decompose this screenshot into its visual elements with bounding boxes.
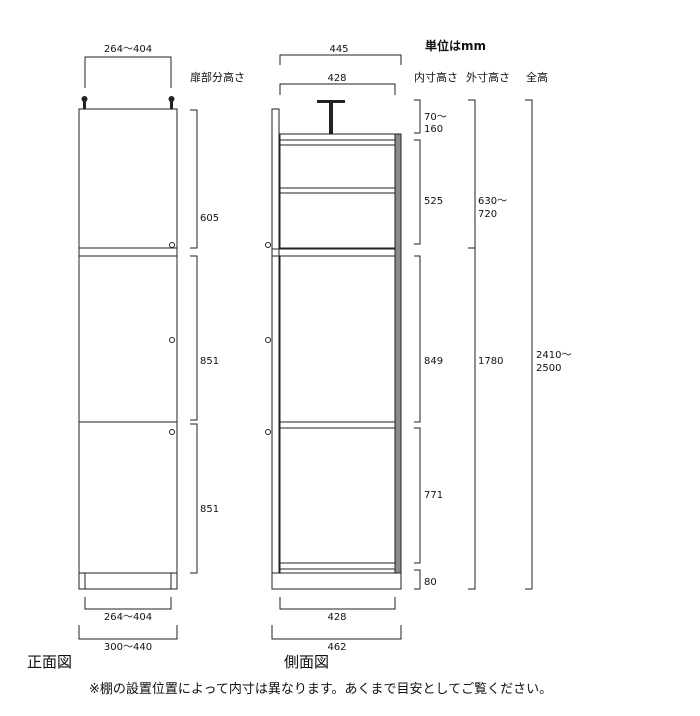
side-middle-inner-label: 849 xyxy=(424,356,444,367)
side-bracket-top-gap xyxy=(414,99,421,134)
front-hanger-right-head xyxy=(168,96,175,102)
total-height-header: 全高 xyxy=(526,71,548,84)
front-door-height-bracket-1 xyxy=(190,109,198,249)
front-door-middle xyxy=(78,255,178,423)
front-door-height-bracket-2 xyxy=(190,255,198,421)
side-bracket-upper xyxy=(414,139,421,245)
side-depth-top-line xyxy=(279,54,402,65)
front-outer-width-line xyxy=(78,625,178,640)
side-outer-bracket-main xyxy=(468,247,476,590)
side-inner-depth-bottom-label: 428 xyxy=(327,612,347,623)
outer-height-header: 外寸高さ xyxy=(466,71,510,84)
side-base-inner-label: 80 xyxy=(424,577,437,588)
side-outer-depth-label: 462 xyxy=(327,642,347,653)
side-bracket-base xyxy=(414,569,421,590)
front-knob-3 xyxy=(169,429,175,435)
side-upper-inner-label: 525 xyxy=(424,196,444,207)
side-lower-inner-label: 771 xyxy=(424,490,444,501)
side-front-panel xyxy=(271,108,280,574)
side-outer-depth-line xyxy=(271,625,402,640)
side-bracket-middle xyxy=(414,255,421,423)
inner-height-header: 内寸高さ xyxy=(414,71,458,84)
side-inner-depth-bottom-line xyxy=(279,597,396,610)
front-hanger-left xyxy=(83,98,86,109)
front-door-bottom xyxy=(78,421,178,574)
front-knob-1 xyxy=(169,242,175,248)
front-base xyxy=(78,572,178,590)
side-knob-1 xyxy=(265,242,271,248)
side-top-gap-label-b: 160 xyxy=(424,124,444,135)
front-hanger-left-head xyxy=(81,96,88,102)
side-mid-divider xyxy=(271,248,402,257)
side-outer-bracket-upper xyxy=(468,99,476,249)
front-door-height-2-label: 851 xyxy=(200,356,220,367)
side-view-title: 側面図 xyxy=(284,653,330,671)
side-middle-shelf xyxy=(279,187,396,194)
unit-label: 単位はmm xyxy=(425,39,487,53)
side-outer-upper-label-b: 720 xyxy=(478,209,498,220)
side-knob-3 xyxy=(265,429,271,435)
side-depth-top-label: 445 xyxy=(329,44,349,55)
front-inner-width-line xyxy=(84,597,172,610)
side-base xyxy=(271,572,402,590)
side-knob-2 xyxy=(265,337,271,343)
front-door-top xyxy=(78,108,178,249)
front-door-height-1-label: 605 xyxy=(200,213,220,224)
side-outer-main-label: 1780 xyxy=(478,356,504,367)
front-door-height-3-label: 851 xyxy=(200,504,220,515)
side-inner-depth-top-label: 428 xyxy=(327,73,347,84)
side-upper-compartment xyxy=(279,133,396,249)
side-inner-depth-top-line xyxy=(279,83,396,95)
side-upper-shelf xyxy=(279,139,396,146)
door-height-header: 扉部分高さ xyxy=(190,71,245,84)
side-outer-upper-label-a: 630～ xyxy=(478,196,508,207)
side-total-height-label-a: 2410～ xyxy=(536,350,572,361)
front-door-height-bracket-3 xyxy=(190,423,198,574)
side-bottom-shelf xyxy=(279,562,396,570)
side-ceiling-post xyxy=(329,100,333,134)
front-hanger-right xyxy=(170,98,173,109)
front-divider-1 xyxy=(78,247,178,257)
side-bracket-lower xyxy=(414,427,421,564)
side-total-bracket xyxy=(525,99,533,590)
front-top-width-line xyxy=(84,56,172,88)
front-width-top-label: 264～404 xyxy=(103,44,153,55)
side-lower-compartment xyxy=(279,255,396,574)
front-view-title: 正面図 xyxy=(27,653,73,671)
front-outer-width-label: 300～440 xyxy=(103,642,153,653)
front-knob-2 xyxy=(169,337,175,343)
front-inner-width-label: 264～404 xyxy=(103,612,153,623)
side-back-panel xyxy=(394,133,402,574)
side-lower-shelf xyxy=(279,421,396,429)
side-top-gap-label-a: 70～ xyxy=(424,112,447,123)
side-total-height-label-b: 2500 xyxy=(536,363,562,374)
footnote: ※棚の設置位置によって内寸は異なります。あくまで目安としてご覧ください。 xyxy=(89,682,553,697)
